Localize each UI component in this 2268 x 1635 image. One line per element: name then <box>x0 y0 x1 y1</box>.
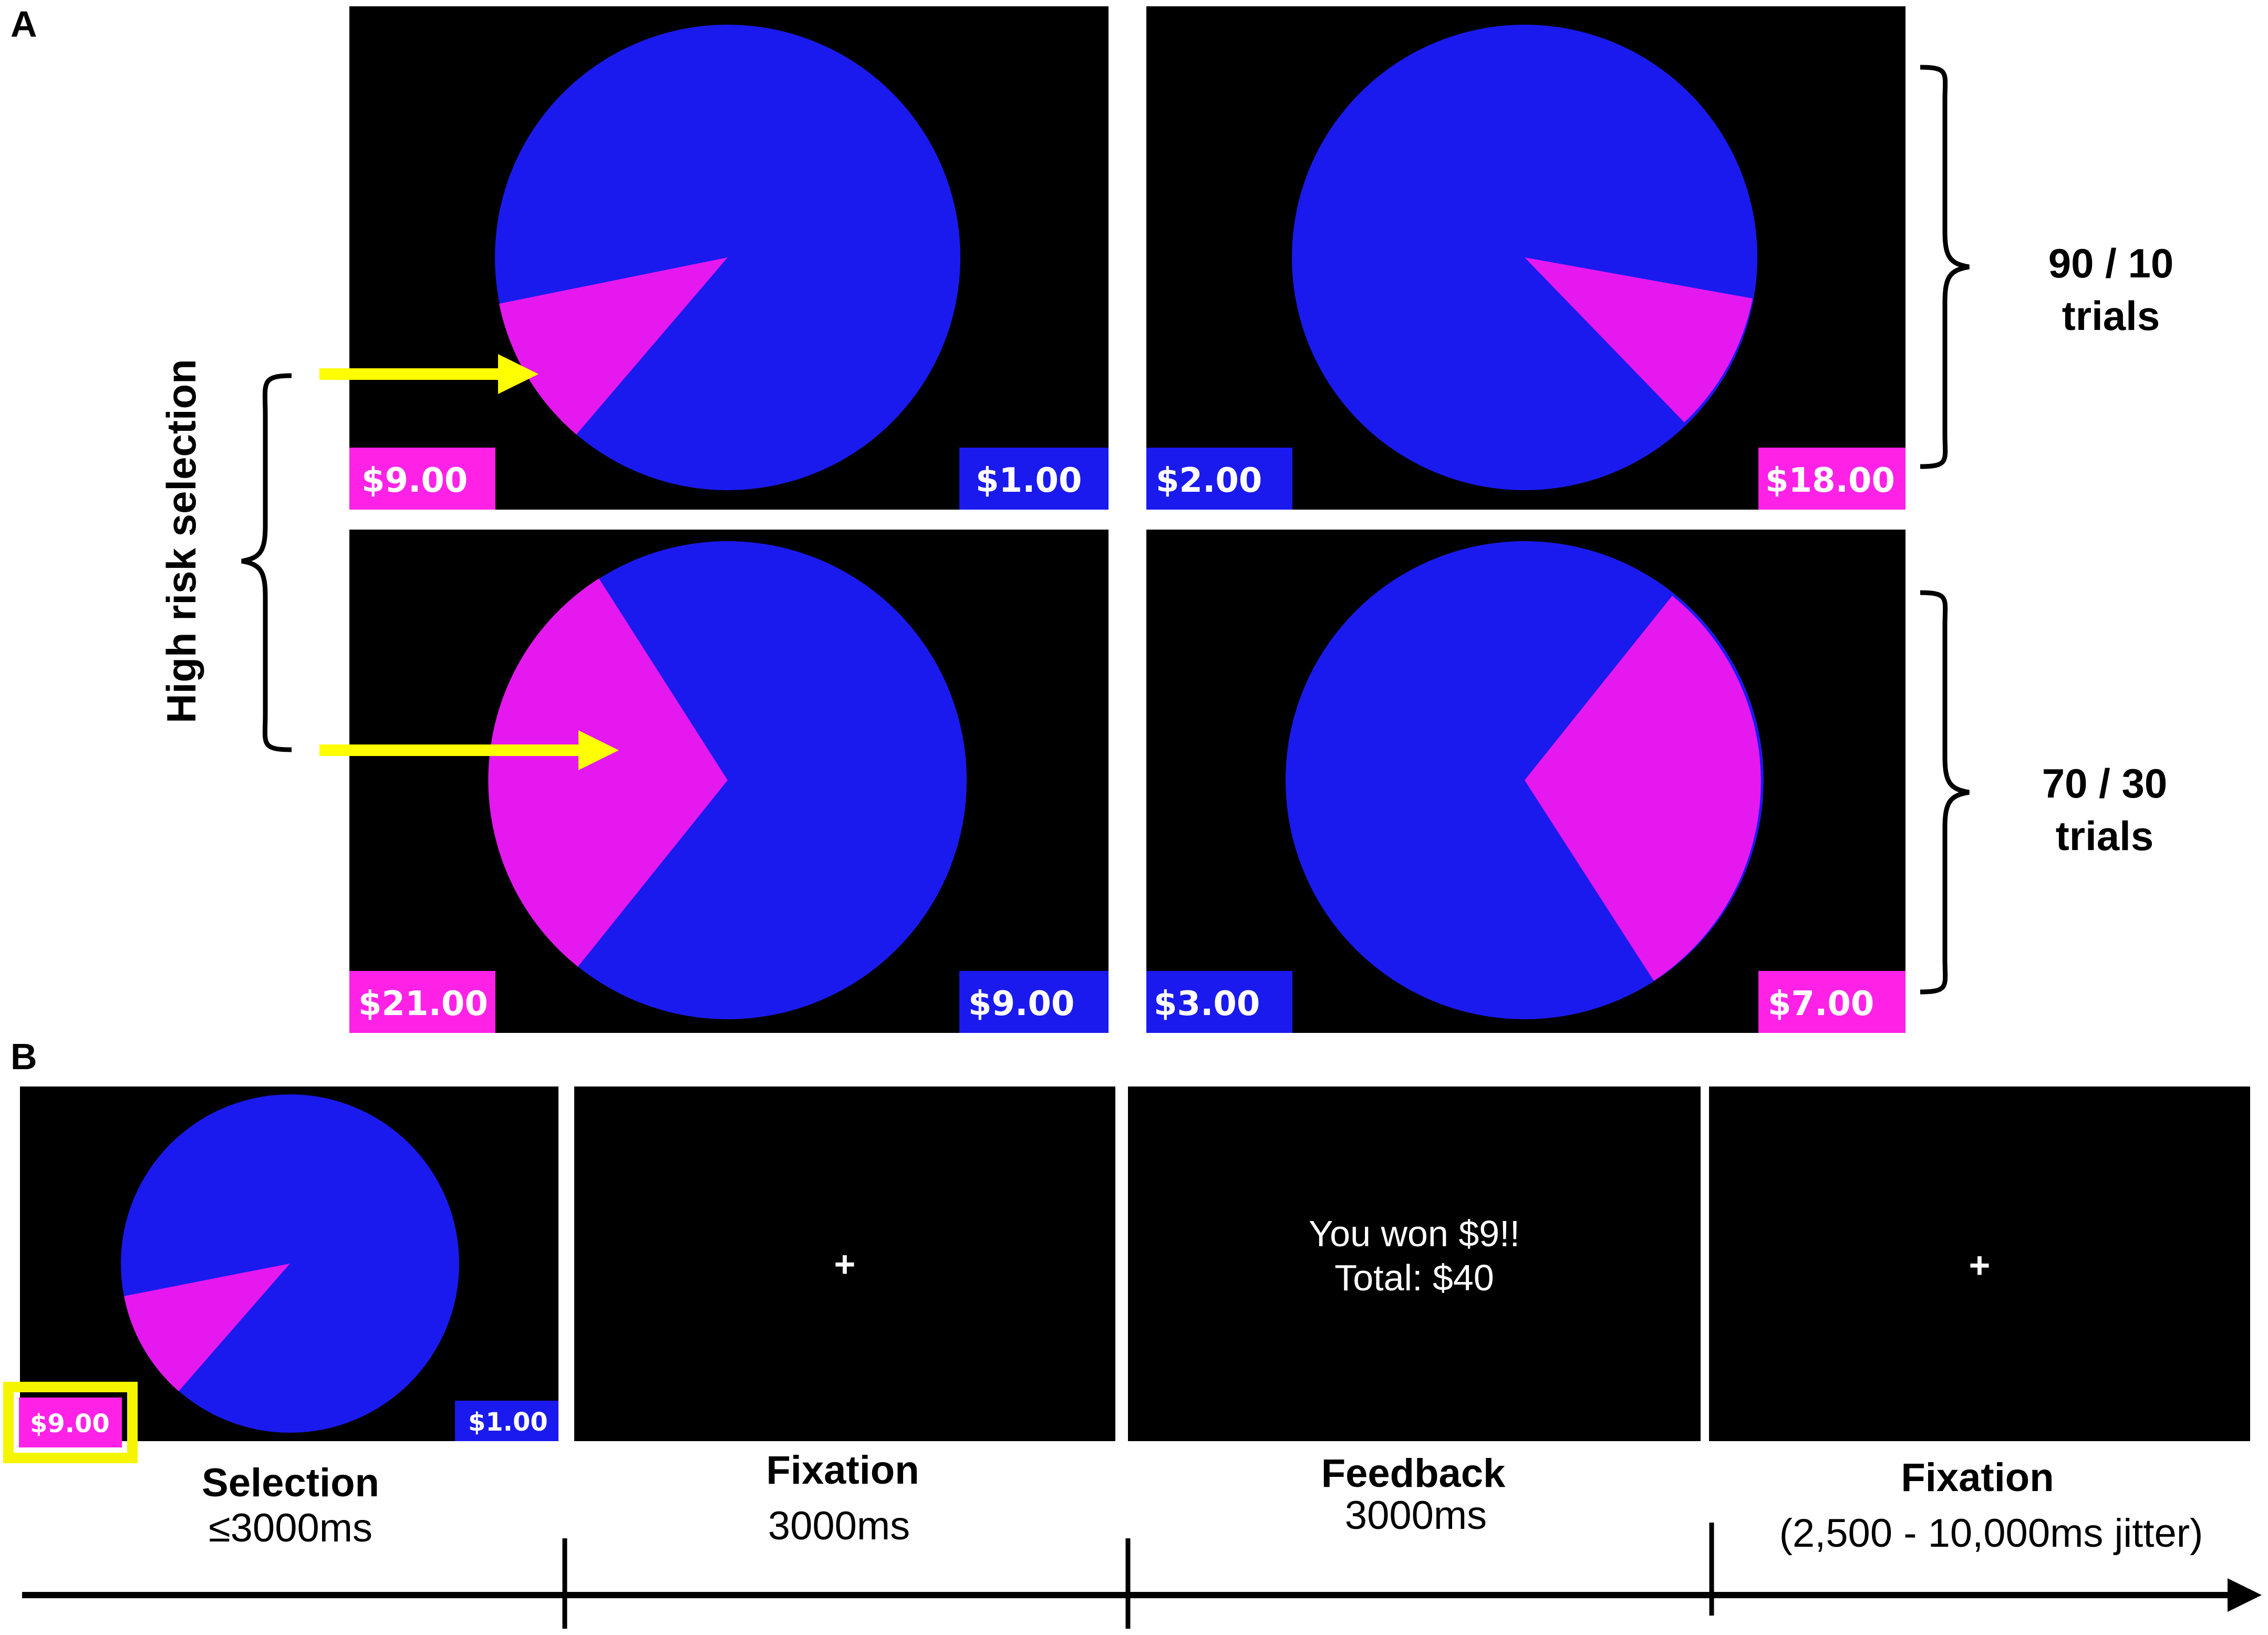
feedback-line-1: You won $9!! <box>1309 1213 1520 1254</box>
selection-arrows <box>319 354 619 770</box>
right-amount-text: $9.00 <box>968 985 1074 1023</box>
left-amount-tag <box>1146 971 1292 1033</box>
left-amount-tag <box>349 971 495 1033</box>
arrow-right-icon <box>498 354 538 394</box>
right-amount-tag <box>959 971 1109 1033</box>
screen-background <box>1709 1086 2250 1441</box>
right-brace-icon <box>1920 590 1970 995</box>
left-amount-text: $21.00 <box>358 985 488 1023</box>
right-amount-tag <box>1758 448 1905 510</box>
high-risk-label: High risk selection <box>158 359 204 723</box>
group-70-30: 70 / 30 trials <box>1920 590 2168 995</box>
group-label-line1: 70 / 30 <box>2042 760 2168 806</box>
left-amount-text: $2.00 <box>1156 461 1262 500</box>
stage-time: (2,500 - 10,000ms jitter) <box>1779 1511 2203 1556</box>
group-label-line2: trials <box>2056 813 2153 859</box>
stage-title: Fixation <box>1901 1455 2054 1500</box>
panel-b-label: B <box>11 1036 37 1077</box>
group-label-line2: trials <box>2062 293 2160 339</box>
screen-background <box>1128 1086 1701 1441</box>
left-amount-tag <box>1146 448 1292 510</box>
right-amount-tag <box>1758 971 1905 1033</box>
feedback-line-2: Total: $40 <box>1334 1257 1494 1298</box>
fixation-cross-icon: + <box>834 1244 856 1285</box>
stage-selection: $9.00 $1.00 Selection ≤3000ms <box>3 1086 558 1550</box>
stage-fixation-2: + Fixation (2,500 - 10,000ms jitter) <box>1709 1086 2250 1556</box>
arrow-right-icon <box>578 730 619 770</box>
screen-background <box>574 1086 1115 1441</box>
stage-time: ≤3000ms <box>209 1506 372 1550</box>
left-amount-text: $9.00 <box>361 461 468 500</box>
group-label-line1: 90 / 10 <box>2048 240 2174 286</box>
panel-a-screen-1: $9.00 $1.00 <box>349 6 1109 510</box>
right-brace-icon <box>1920 65 1970 469</box>
right-amount-text: $1.00 <box>468 1408 548 1437</box>
right-amount-tag <box>455 1401 558 1441</box>
group-90-10: 90 / 10 trials <box>1920 65 2174 469</box>
stage-title: Selection <box>202 1461 379 1505</box>
stage-time: 3000ms <box>768 1504 910 1548</box>
timeline <box>22 1523 2262 1629</box>
pie-magenta-slice <box>499 257 728 434</box>
right-amount-text: $1.00 <box>976 461 1082 500</box>
panel-a-screen-3: $21.00 $9.00 <box>349 530 1109 1033</box>
stage-title: Feedback <box>1321 1451 1506 1496</box>
left-brace-icon <box>241 373 292 752</box>
stage-time: 3000ms <box>1345 1493 1487 1538</box>
pie-magenta-slice <box>488 578 728 967</box>
right-amount-text: $18.00 <box>1765 461 1895 500</box>
fixation-cross-icon: + <box>1969 1245 1991 1286</box>
panel-a-screen-4: $3.00 $7.00 <box>1146 530 1905 1033</box>
left-amount-tag <box>349 448 495 510</box>
panel-a-label: A <box>11 4 37 45</box>
pie-magenta-slice <box>1525 596 1761 981</box>
timeline-arrowhead-icon <box>2228 1578 2262 1612</box>
right-amount-tag <box>959 448 1109 510</box>
stage-title: Fixation <box>766 1448 919 1493</box>
left-amount-tag <box>19 1398 122 1447</box>
selected-highlight-box <box>3 1382 138 1463</box>
high-risk-bracket: High risk selection <box>158 359 292 752</box>
stage-fixation-1: + Fixation 3000ms <box>574 1086 1115 1548</box>
pie-magenta-slice <box>1525 257 1753 422</box>
right-amount-text: $7.00 <box>1768 985 1874 1023</box>
pie-magenta-slice <box>124 1264 290 1391</box>
left-amount-text: $3.00 <box>1154 985 1260 1023</box>
stage-feedback: You won $9!! Total: $40 Feedback 3000ms <box>1128 1086 1701 1538</box>
left-amount-text: $9.00 <box>30 1409 110 1439</box>
panel-a-screen-2: $2.00 $18.00 <box>1146 6 1905 510</box>
